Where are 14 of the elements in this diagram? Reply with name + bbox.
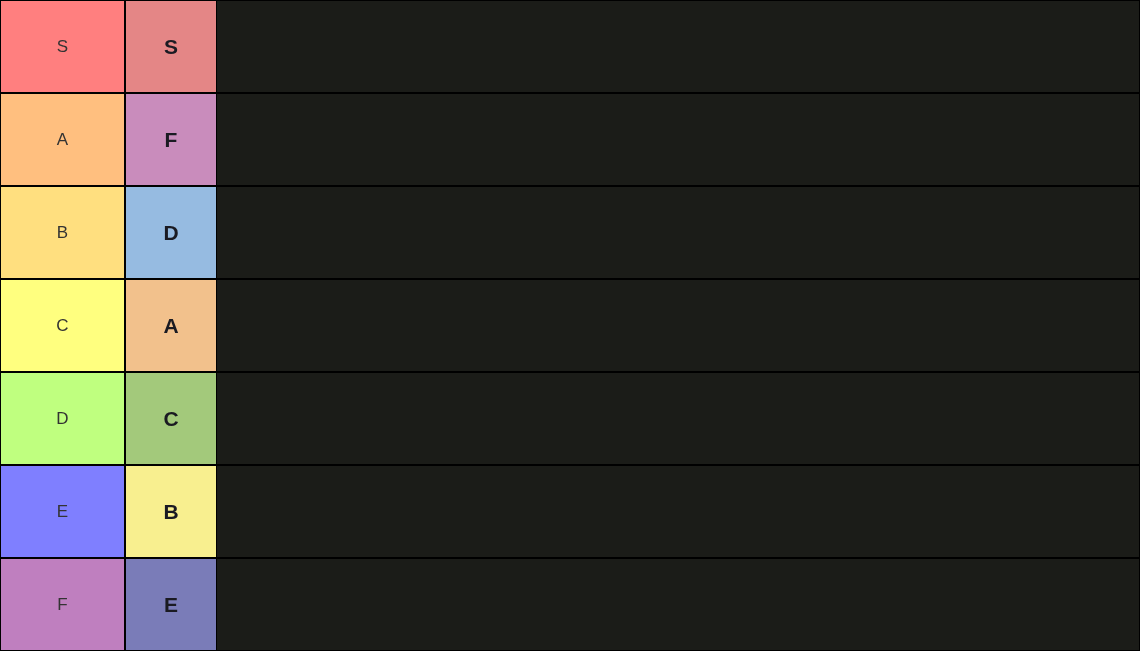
item-tile: S [126, 1, 216, 92]
tier-label: E [1, 466, 124, 557]
item-tile: F [126, 94, 216, 185]
tier-label: S [1, 1, 124, 92]
tier-label: A [1, 94, 124, 185]
item-tile: D [126, 187, 216, 278]
tier-label: C [1, 280, 124, 371]
item-tile: B [126, 466, 216, 557]
tier-label: F [1, 559, 124, 650]
item-tile: E [126, 559, 216, 650]
tier-label: B [1, 187, 124, 278]
item-tile: C [126, 373, 216, 464]
tier-label: D [1, 373, 124, 464]
item-tile: A [126, 280, 216, 371]
